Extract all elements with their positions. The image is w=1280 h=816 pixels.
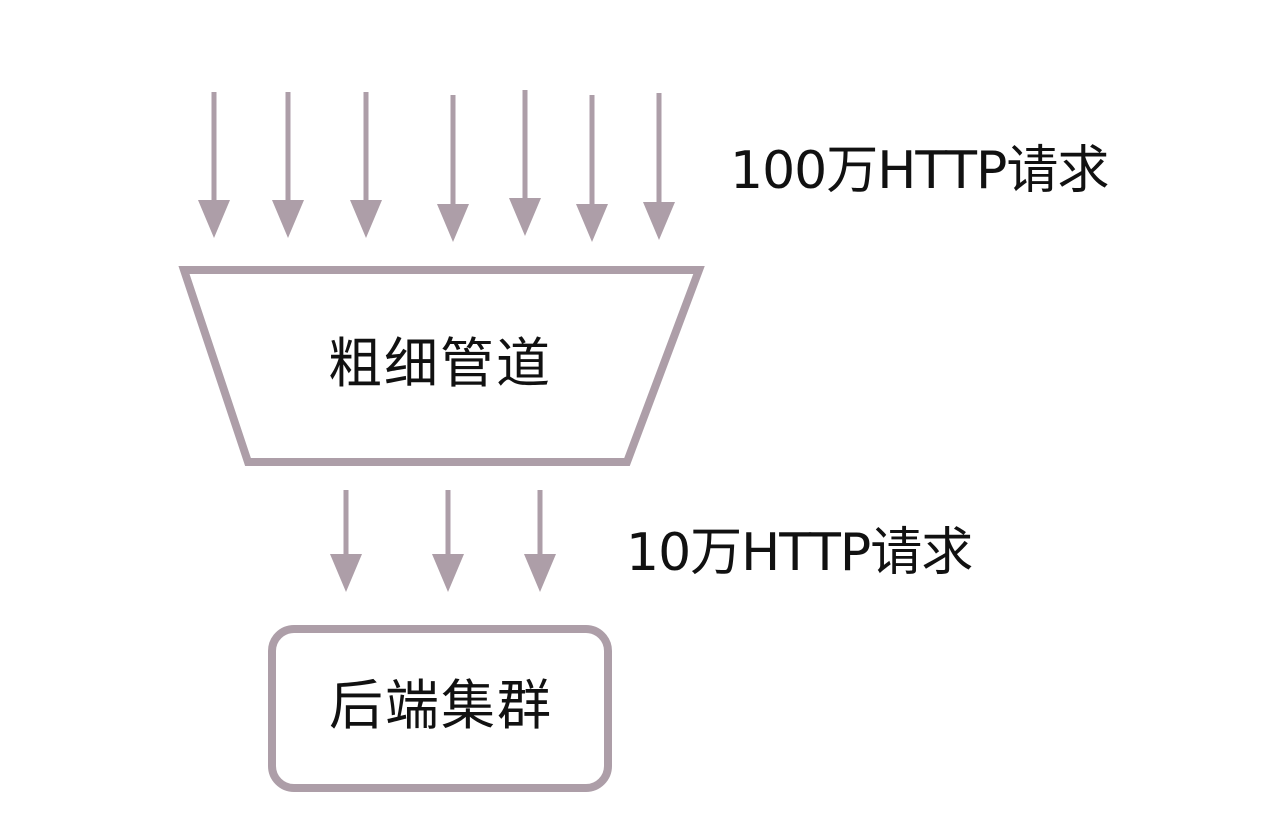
outgoing-arrow-head-3 bbox=[524, 554, 556, 592]
incoming-arrows bbox=[198, 90, 675, 242]
outgoing-arrow-1 bbox=[330, 490, 362, 592]
outgoing-request-label: 10万HTTP请求 bbox=[626, 523, 973, 583]
incoming-arrow-head-6 bbox=[576, 204, 608, 242]
incoming-arrow-head-1 bbox=[198, 200, 230, 238]
incoming-arrow-3 bbox=[350, 92, 382, 238]
outgoing-arrow-head-2 bbox=[432, 554, 464, 592]
incoming-arrow-4 bbox=[437, 95, 469, 242]
incoming-arrow-6 bbox=[576, 95, 608, 242]
incoming-arrow-5 bbox=[509, 90, 541, 236]
incoming-arrow-head-2 bbox=[272, 200, 304, 238]
incoming-arrow-head-7 bbox=[643, 202, 675, 240]
backend-cluster-label: 后端集群 bbox=[329, 674, 553, 737]
incoming-arrow-head-5 bbox=[509, 198, 541, 236]
incoming-request-label: 100万HTTP请求 bbox=[730, 141, 1109, 201]
outgoing-arrows bbox=[330, 490, 556, 592]
funnel-label: 粗细管道 bbox=[328, 332, 552, 395]
incoming-arrow-2 bbox=[272, 92, 304, 238]
incoming-arrow-head-3 bbox=[350, 200, 382, 238]
outgoing-arrow-2 bbox=[432, 490, 464, 592]
funnel-shape bbox=[178, 266, 705, 466]
incoming-arrow-7 bbox=[643, 93, 675, 240]
incoming-arrow-head-4 bbox=[437, 204, 469, 242]
incoming-arrow-1 bbox=[198, 92, 230, 238]
outgoing-arrow-head-1 bbox=[330, 554, 362, 592]
backend-cluster-box bbox=[268, 625, 612, 792]
outgoing-arrow-3 bbox=[524, 490, 556, 592]
